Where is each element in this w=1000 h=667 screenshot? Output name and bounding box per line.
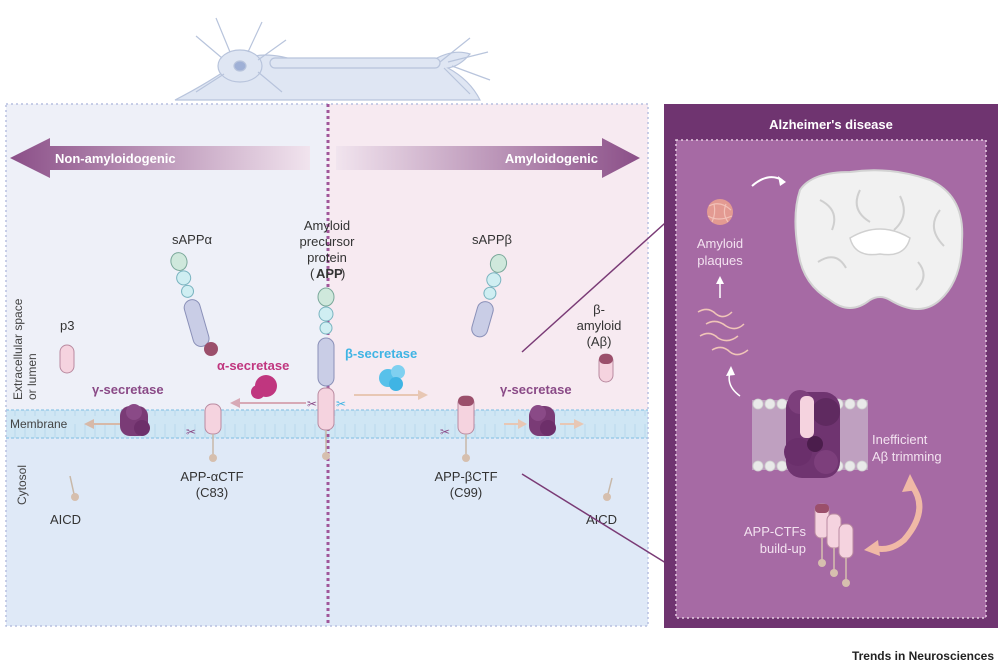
neuron-icon	[174, 17, 491, 101]
extracellular-label-line1: Extracellular space	[11, 298, 25, 400]
abeta-label-line1: β-	[593, 302, 605, 317]
feedback-arrow-head-bottom	[864, 540, 880, 556]
gamma-secretase-right-label: γ-secretase	[500, 382, 572, 397]
cytosol-label: Cytosol	[15, 465, 29, 505]
app-label-line2: precursor	[300, 234, 356, 249]
alpha-secretase-label: α-secretase	[217, 358, 289, 373]
app-label-abbr: APP	[316, 266, 343, 281]
aicd-left-fragment	[69, 475, 79, 501]
p3-fragment	[59, 344, 75, 374]
sapp-beta-fragment	[471, 254, 508, 338]
sapp-alpha-label: sAPPα	[172, 232, 213, 247]
feedback-arrow-head-top	[902, 474, 918, 492]
alpha-ctf-label-line2: (C83)	[196, 485, 229, 500]
extracellular-label-line2: or lumen	[25, 353, 39, 400]
gamma-secretase-left-label: γ-secretase	[92, 382, 164, 397]
sapp-alpha-tip	[204, 342, 218, 356]
plaques-label-line2: plaques	[697, 253, 743, 268]
buildup-label-line2: build-up	[760, 541, 806, 556]
scissors-icon: ✂	[440, 425, 450, 439]
amyloid-plaque-icon	[707, 199, 733, 225]
gamma-secretase-left-enzyme	[120, 404, 150, 436]
zoom-connector-top	[521, 214, 675, 353]
app-ctfs-buildup-icon	[814, 503, 854, 587]
sapp-beta-label: sAPPβ	[472, 232, 512, 247]
non-amyloidogenic-arrow: Non-amyloidogenic	[10, 138, 310, 178]
beta-secretase-label: β-secretase	[345, 346, 417, 361]
scissors-icon: ✂	[307, 397, 317, 411]
app-label-paren-close: )	[341, 266, 345, 281]
curved-arrow-to-brain-head	[778, 176, 786, 186]
aicd-right-label: AICD	[586, 512, 617, 527]
arrow-to-plaques-head	[716, 276, 724, 284]
beta-ctf-label-line1: APP-βCTF	[434, 469, 497, 484]
p3-label: p3	[60, 318, 74, 333]
arrow-to-oligomers-head	[726, 366, 735, 376]
abeta-label-line3: (Aβ)	[587, 334, 612, 349]
brain-icon	[794, 169, 964, 310]
amyloidogenic-arrow: Amyloidogenic	[336, 138, 640, 178]
alpha-ctf-label-line1: APP-αCTF	[180, 469, 243, 484]
arrow-gamma-right-in-head	[518, 419, 527, 429]
abeta-oligomers-icon	[697, 308, 749, 356]
alpha-secretase-enzyme-lobe	[251, 385, 265, 399]
sapp-alpha-fragment	[170, 252, 210, 347]
app-protein	[317, 287, 335, 460]
app-alpha-ctf	[204, 403, 222, 462]
journal-credit: Trends in Neurosciences	[852, 649, 994, 663]
abeta-fragment	[598, 353, 614, 383]
abeta-label-line2: amyloid	[577, 318, 622, 333]
buildup-label-line1: APP-CTFs	[744, 524, 807, 539]
gamma-secretase-right-enzyme	[529, 405, 556, 436]
arrow-gamma-left-head	[84, 419, 94, 429]
aicd-right-fragment	[603, 477, 613, 501]
zoom-connector-bottom	[521, 473, 675, 569]
arrow-beta-head	[418, 390, 428, 400]
app-label-line3: protein	[307, 250, 347, 265]
app-label-line1: Amyloid	[304, 218, 350, 233]
scissors-icon: ✂	[186, 425, 196, 439]
gamma-secretase-complex-icon	[784, 390, 840, 478]
membrane-label: Membrane	[10, 417, 68, 431]
amyloidogenic-label: Amyloidogenic	[505, 151, 598, 166]
aicd-left-label: AICD	[50, 512, 81, 527]
scissors-icon: ✂	[336, 397, 346, 411]
non-amyloidogenic-label: Non-amyloidogenic	[55, 151, 176, 166]
beta-ctf-label-line2: (C99)	[450, 485, 483, 500]
app-beta-ctf	[457, 395, 475, 462]
arrow-alpha-head	[230, 398, 240, 408]
app-label: Amyloid precursor protein ( APP )	[300, 218, 356, 281]
feedback-arrow	[871, 483, 923, 552]
plaques-label-line1: Amyloid	[697, 236, 743, 251]
ad-panel-title: Alzheimer's disease	[769, 117, 893, 132]
trimming-label-line1: Inefficient	[872, 432, 928, 447]
app-label-paren-open: (	[310, 266, 315, 281]
beta-secretase-enzyme	[379, 365, 405, 391]
arrow-gamma-right-out-head	[574, 419, 584, 429]
trimming-label-line2: Aβ trimming	[872, 449, 942, 464]
